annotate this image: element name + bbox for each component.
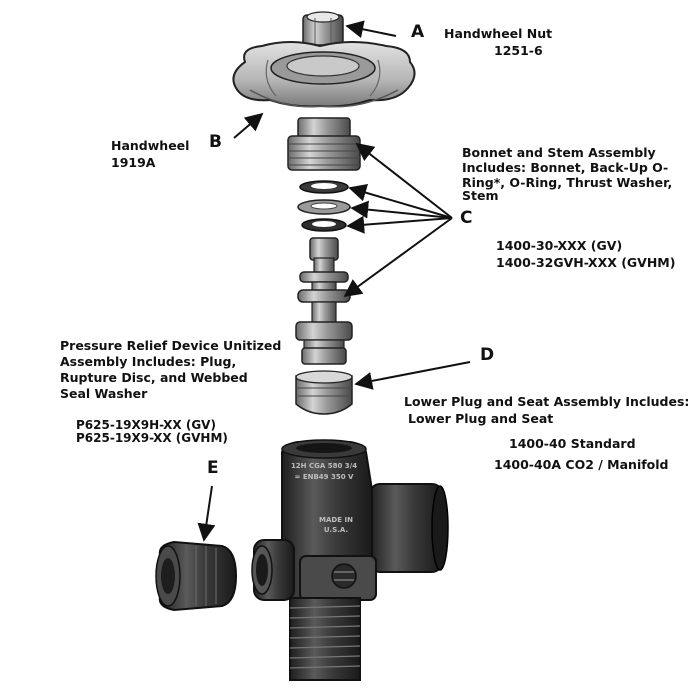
arrow-E (197, 485, 216, 542)
arrow-A (345, 20, 397, 39)
pressure-relief-device-part (155, 540, 238, 612)
callout-letter-a: A (411, 22, 425, 42)
callout-letter-b: B (209, 132, 222, 152)
bonnet-stem-desc-line: Includes: Bonnet, Back-Up O- (462, 160, 669, 175)
bonnet-part (287, 117, 361, 171)
arrow-C-ring1 (348, 183, 453, 219)
bonnet-stem-part-number: 1400-30-XXX (GV) (496, 238, 623, 253)
callout-letter-c: C (460, 208, 473, 228)
stem-part (295, 237, 353, 365)
bonnet-stem-desc-line: Ring*, O-Ring, Thrust Washer, (462, 175, 673, 190)
arrow-C-stem (343, 217, 453, 298)
handwheel-nut-label: Handwheel Nut (444, 26, 553, 41)
body-marking-made-in: MADE IN (319, 516, 353, 524)
bonnet-stem-desc-line: Bonnet and Stem Assembly (462, 145, 656, 160)
lower-plug-part-number: 1400-40A CO2 / Manifold (494, 457, 669, 472)
leader-arrows (197, 20, 471, 542)
lower-plug-seat-part (295, 370, 353, 415)
handwheel-part-number: 1919A (111, 155, 156, 170)
callout-letter-d: D (480, 345, 495, 365)
o-ring-stack (297, 180, 351, 232)
lower-plug-desc-line: Lower Plug and Seat (408, 411, 554, 426)
prd-desc-line: Assembly Includes: Plug, (60, 354, 237, 369)
arrow-D (354, 361, 471, 390)
arrow-C-ring2 (350, 200, 453, 219)
prd-desc-line: Rupture Disc, and Webbed (60, 370, 248, 385)
body-marking-country: U.S.A. (324, 526, 348, 534)
body-marking-line2: = ENB49 350 V (295, 473, 355, 481)
arrow-B (233, 112, 264, 139)
bonnet-stem-desc-line: Stem (462, 188, 499, 203)
handwheel-part (232, 41, 416, 108)
handwheel-nut-part (302, 11, 344, 46)
handwheel-nut-part-number: 1251-6 (494, 43, 543, 58)
lower-plug-part-number: 1400-40 Standard (509, 436, 636, 451)
valve-body-part: 12H CGA 580 3/4 = ENB49 350 V MADE IN U.… (251, 439, 449, 681)
prd-part-number: P625-19X9H-XX (GV) (76, 418, 216, 432)
callout-letter-e: E (207, 458, 219, 478)
prd-desc-line: Pressure Relief Device Unitized (60, 338, 282, 353)
prd-desc-line: Seal Washer (60, 386, 148, 401)
lower-plug-desc-line: Lower Plug and Seat Assembly Includes: (404, 394, 690, 409)
arrow-C-bonnet (355, 142, 453, 219)
arrow-C-ring3 (346, 215, 453, 234)
prd-part-number: P625-19X9-XX (GVHM) (76, 431, 228, 445)
handwheel-label: Handwheel (111, 138, 190, 153)
bonnet-stem-part-number: 1400-32GVH-XXX (GVHM) (496, 255, 676, 270)
body-marking-line1: 12H CGA 580 3/4 (291, 462, 357, 470)
